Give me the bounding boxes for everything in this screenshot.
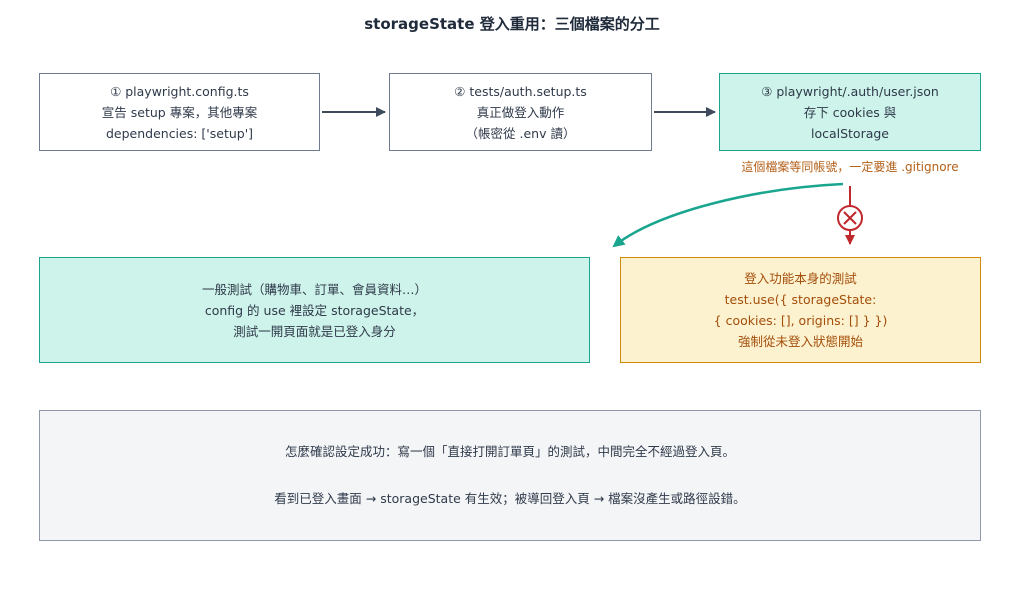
general-tests-result: 測試一開頁面就是已登入身分 — [233, 323, 396, 339]
general-tests-config: config 的 use 裡設定 storageState， — [204, 302, 425, 318]
general-tests-title: 一般測試（購物車、訂單、會員資料…） — [201, 281, 427, 297]
gitignore-warning: 這個檔案等同帳號，一定要進 .gitignore — [741, 160, 959, 174]
auth-setup-desc: 真正做登入動作 — [476, 104, 565, 120]
verification-note-box: 怎麼確認設定成功：寫一個「直接打開訂單頁」的測試，中間完全不經過登入頁。 看到已… — [39, 410, 981, 541]
config-file-box: ① playwright.config.ts 宣告 setup 專案，其他專案 … — [39, 73, 320, 151]
config-file-deps: dependencies: ['setup'] — [105, 125, 254, 141]
login-tests-code-1: test.use({ storageState: — [724, 292, 877, 307]
blocked-x-icon — [837, 205, 863, 231]
user-json-file-name: ③ playwright/.auth/user.json — [761, 83, 939, 99]
auth-setup-env-note: （帳密從 .env 讀） — [465, 125, 576, 141]
login-tests-code-2: { cookies: [], origins: [] } }) — [713, 313, 888, 328]
diagram-title: storageState 登入重用：三個檔案的分工 — [364, 15, 660, 33]
verification-how-to: 怎麼確認設定成功：寫一個「直接打開訂單頁」的測試，中間完全不經過登入頁。 — [284, 444, 735, 459]
user-json-desc: 存下 cookies 與 — [803, 104, 897, 120]
login-tests-title: 登入功能本身的測試 — [744, 271, 857, 286]
user-json-box: ③ playwright/.auth/user.json 存下 cookies … — [719, 73, 981, 151]
user-json-storage: localStorage — [810, 125, 890, 141]
arrow-userjson-to-general-tests — [612, 182, 844, 248]
verification-outcomes: 看到已登入畫面 → storageState 有生效；被導回登入頁 → 檔案沒產… — [274, 491, 746, 506]
login-tests-box: 登入功能本身的測試 test.use({ storageState: { coo… — [620, 257, 981, 363]
login-tests-result: 強制從未登入狀態開始 — [737, 334, 863, 349]
config-file-desc: 宣告 setup 專案，其他專案 — [101, 104, 258, 120]
auth-setup-box: ② tests/auth.setup.ts 真正做登入動作 （帳密從 .env … — [389, 73, 652, 151]
auth-setup-file-name: ② tests/auth.setup.ts — [454, 83, 587, 99]
config-file-name: ① playwright.config.ts — [110, 83, 249, 99]
general-tests-box: 一般測試（購物車、訂單、會員資料…） config 的 use 裡設定 stor… — [39, 257, 590, 363]
